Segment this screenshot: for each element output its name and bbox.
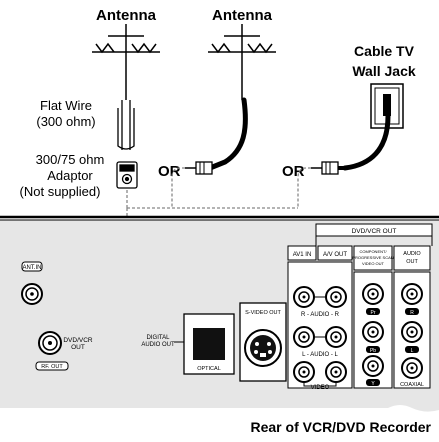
adaptor-icon [116, 161, 138, 189]
caption: Rear of VCR/DVD Recorder [251, 419, 432, 435]
cable-tv-label-2: Wall Jack [352, 63, 416, 79]
adaptor-label-2: Adaptor [47, 168, 93, 183]
flat-wire-label-1: Flat Wire [40, 98, 92, 113]
adaptor-label-1: 300/75 ohm [36, 152, 105, 167]
rf-out-label: RF. OUT [41, 364, 63, 370]
flat-wire-icon [117, 100, 135, 150]
ant-in-label: ANT.IN [22, 265, 41, 271]
y-label: Y [371, 381, 375, 387]
r-label: R [410, 310, 414, 316]
av-column-headers: AV1 IN A/V OUT COMPONENT/ PROGRESSIVE SC… [287, 245, 431, 271]
antenna-left-label: Antenna [96, 7, 157, 24]
component-label-1: COMPONENT/ [359, 249, 387, 254]
dvd-vcr-out-label-1: DVD/VCR [63, 337, 93, 344]
optical-label: OPTICAL [197, 366, 221, 372]
wall-coax-cable [342, 113, 391, 171]
r-audio-jacks[interactable]: R - AUDIO - R [293, 286, 347, 318]
av-out-label: A/V OUT [323, 252, 347, 258]
svideo-out-jack[interactable]: S-VIDEO OUT [239, 302, 287, 382]
video-jacks[interactable]: VIDEO [293, 361, 347, 391]
component-label-3: VIDEO OUT [362, 261, 385, 266]
ant-in-jack[interactable]: ANT.IN [21, 261, 43, 305]
antenna-left-icon [92, 24, 160, 100]
digital-audio-out-label-2: AUDIO OUT [141, 342, 175, 348]
svideo-out-label: S-VIDEO OUT [245, 310, 281, 316]
cable-tv-label-1: Cable TV [354, 43, 415, 59]
antenna-middle-icon [208, 24, 276, 100]
middle-coax-cable [207, 97, 248, 171]
or-label-1: OR [158, 163, 181, 180]
av1-in-label: AV1 IN [293, 252, 312, 258]
dvd-vcr-out-header: DVD/VCR OUT [352, 228, 397, 235]
rf-out-jack[interactable]: DVD/VCR OUT RF. OUT [35, 331, 93, 371]
r-audio-r-label: R - AUDIO - R [301, 312, 340, 318]
audio-out-jacks[interactable]: R L COAXIAL [400, 283, 424, 388]
component-jacks[interactable]: Pr Pb Y [362, 283, 384, 387]
middle-coax-plug-icon [185, 161, 213, 175]
antenna-middle-label: Antenna [212, 7, 273, 24]
audio-out-label-2: OUT [406, 259, 418, 265]
pr-label: Pr [371, 310, 376, 316]
or-label-2: OR [282, 163, 305, 180]
adaptor-label-3: (Not supplied) [20, 184, 101, 199]
l-audio-jacks[interactable]: L - AUDIO - L [293, 326, 347, 358]
video-label: VIDEO [311, 385, 330, 391]
optical-audio-out-jack[interactable]: DIGITAL AUDIO OUT OPTICAL [141, 313, 235, 375]
flat-wire-label-2: (300 ohm) [36, 114, 95, 129]
dvd-vcr-out-label-2: OUT [71, 344, 85, 351]
l-audio-l-label: L - AUDIO - L [302, 352, 338, 358]
component-label-2: PROGRESSIVE SCAN [352, 255, 393, 260]
wall-coax-plug-icon [311, 161, 345, 175]
audio-out-label-1: AUDIO [403, 251, 421, 257]
pb-label: Pb [370, 348, 376, 354]
digital-audio-out-label-1: DIGITAL [147, 335, 171, 341]
dvd-vcr-out-group: DVD/VCR OUT [315, 223, 433, 246]
coaxial-label: COAXIAL [400, 382, 424, 388]
l-label: L [411, 348, 414, 354]
